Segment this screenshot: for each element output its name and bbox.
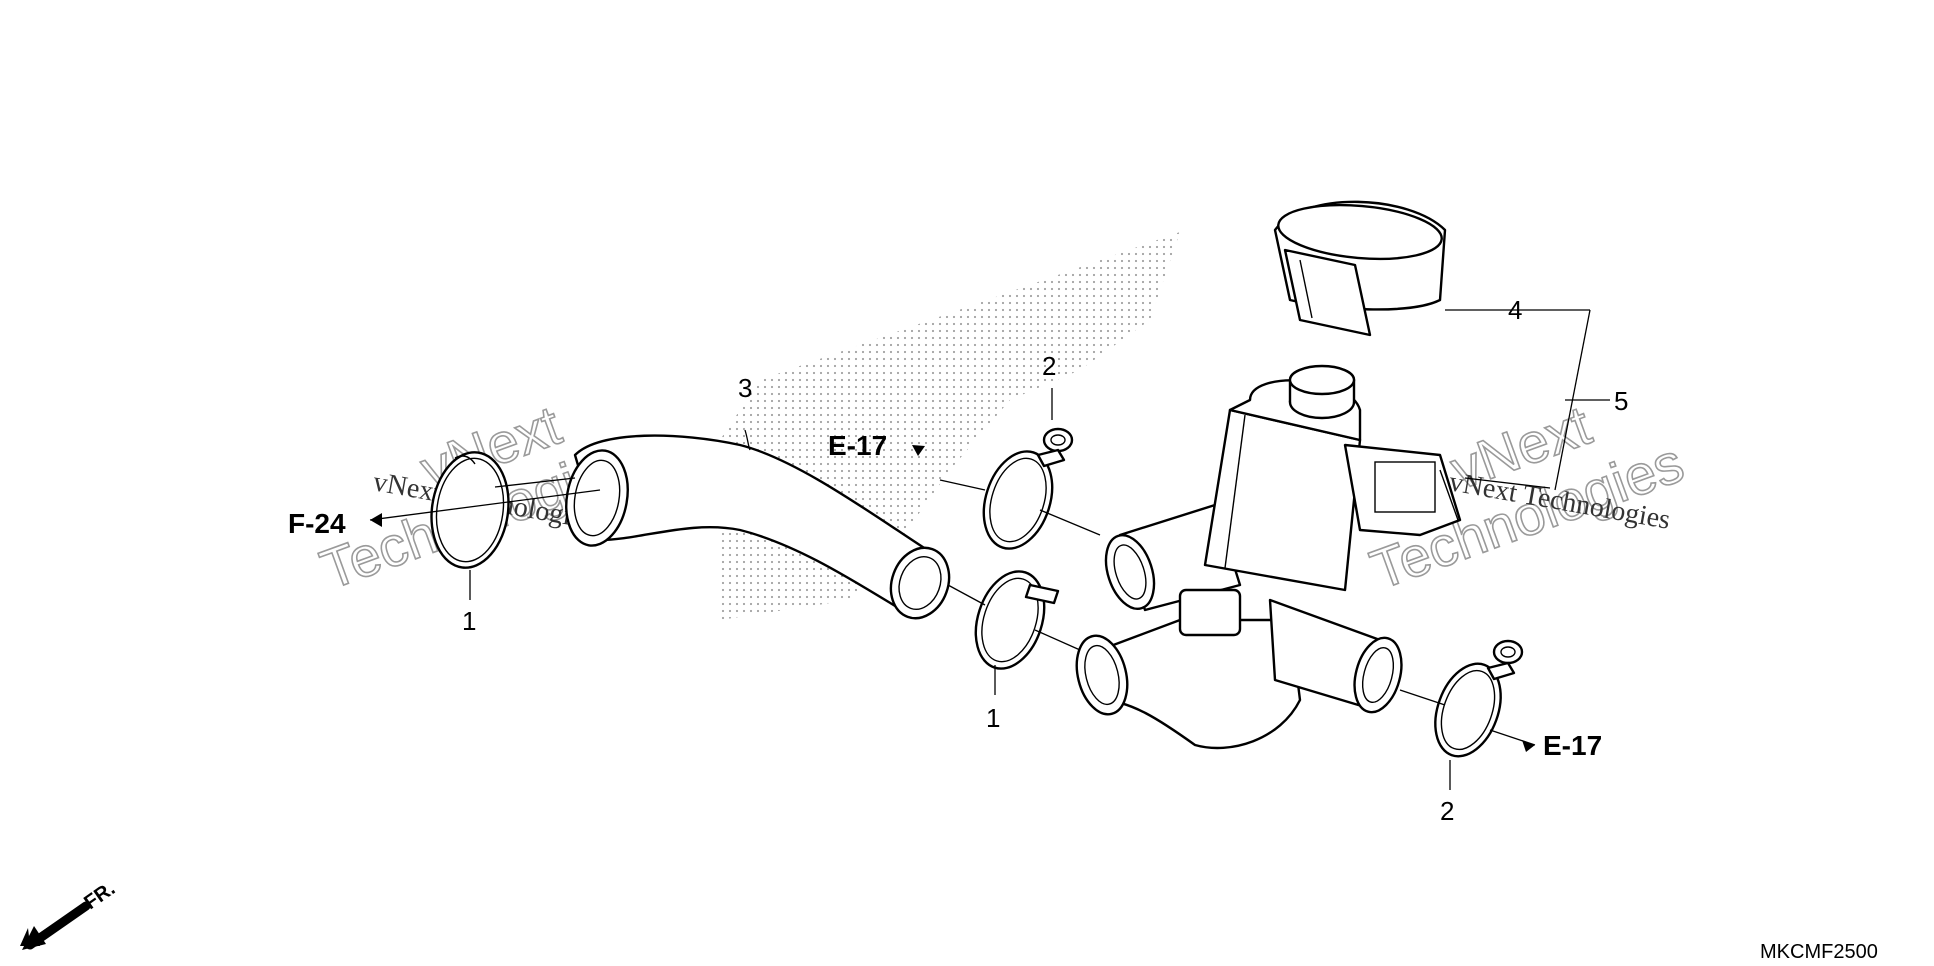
callout-3: 3 — [738, 373, 752, 403]
callout-1-mid: 1 — [986, 703, 1000, 733]
reference-arrows — [370, 445, 1535, 752]
callout-2-top: 2 — [1042, 351, 1056, 381]
callout-1-left: 1 — [462, 606, 476, 636]
callout-2-bottom: 2 — [1440, 796, 1454, 826]
clamp-part-2-upper — [982, 427, 1074, 550]
leader-lines — [369, 309, 1610, 790]
cover-part-4 — [1273, 200, 1447, 337]
callout-5: 5 — [1614, 386, 1628, 416]
clamp-part-1-left — [430, 451, 510, 569]
callout-4: 4 — [1508, 295, 1522, 325]
clamp-part-2-lower — [1434, 639, 1524, 758]
ref-e17-left: E-17 — [828, 430, 887, 461]
clamp-part-1-mid — [974, 570, 1060, 670]
ref-e17-right: E-17 — [1543, 730, 1602, 761]
front-arrow-icon — [20, 900, 91, 950]
hose-part-3 — [565, 434, 951, 620]
valve-assembly-part-5 — [1075, 364, 1462, 750]
watermark-right: vNext Technologies vNext Technologies — [1362, 392, 1692, 602]
ref-f24: F-24 — [288, 508, 346, 539]
diagram-code: MKCMF2500 — [1760, 941, 1878, 963]
